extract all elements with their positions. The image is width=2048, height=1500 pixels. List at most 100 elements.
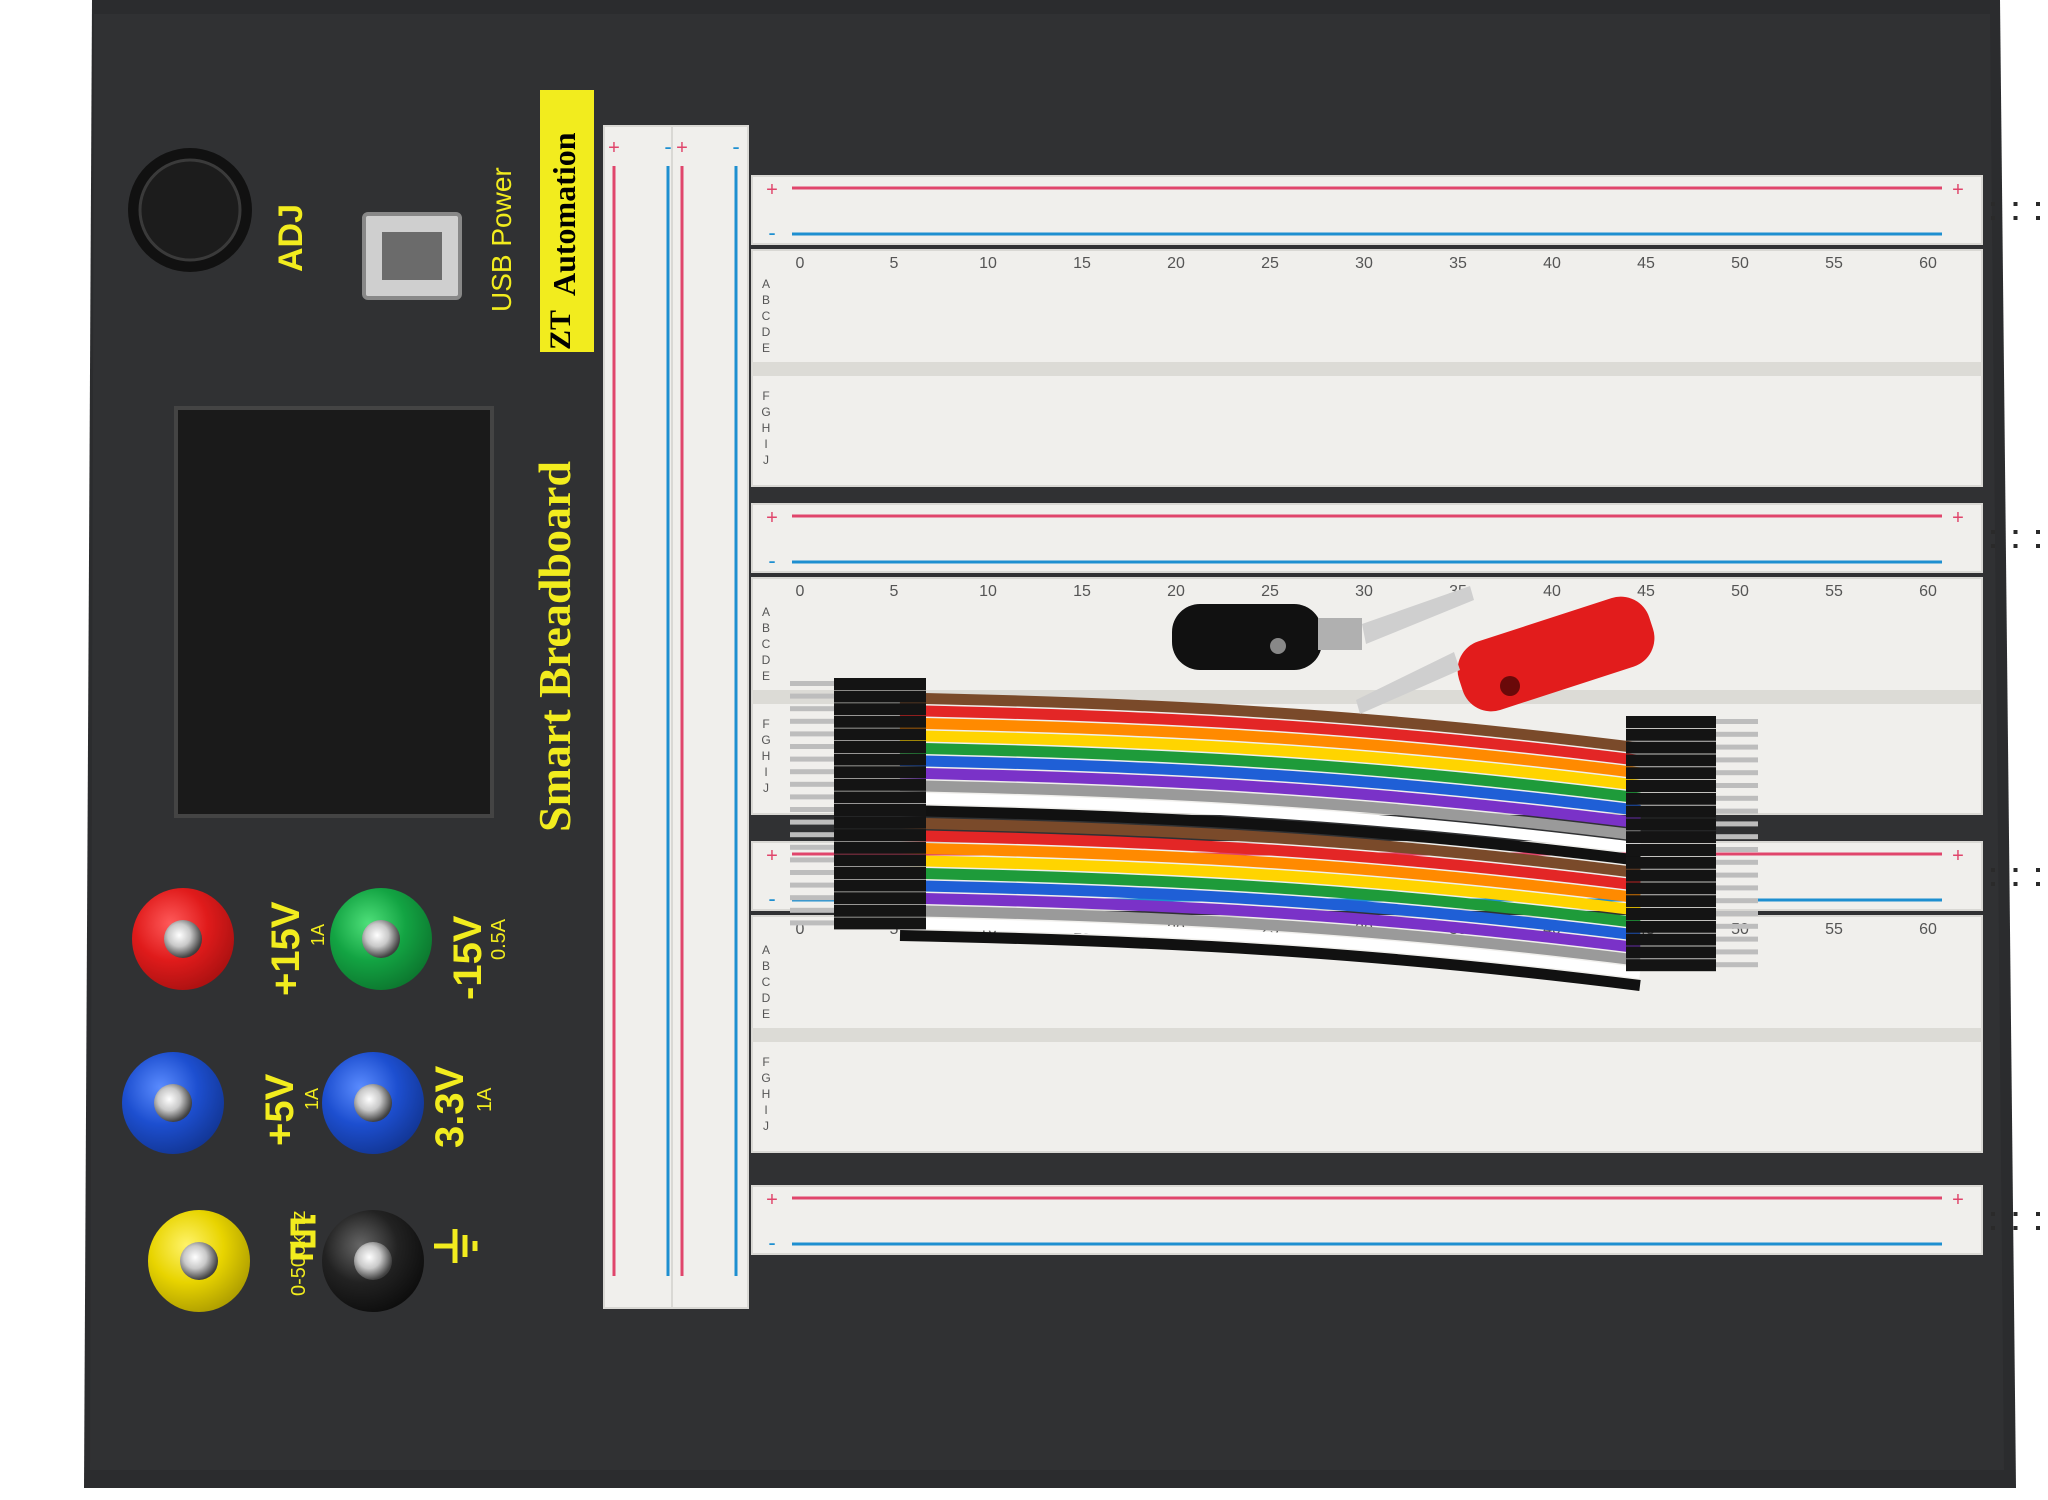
ribbon-wire [899, 780, 1641, 841]
jumper-connector [834, 854, 926, 867]
plus5v-label: +5V [258, 1073, 302, 1146]
usb-power-label: USB Power [486, 167, 517, 312]
adj-label: ADJ [272, 203, 310, 272]
column-number: 45 [1637, 583, 1655, 600]
column-number: 50 [1731, 583, 1749, 600]
row-letter: C [762, 309, 771, 323]
minus15v-binding-post[interactable] [330, 888, 432, 990]
jumper-pin [790, 882, 834, 888]
column-number: 25 [1261, 255, 1279, 272]
row-letter: J [763, 781, 769, 795]
jumper-connector [834, 904, 926, 917]
row-letter: B [762, 293, 770, 307]
row-letter: E [762, 669, 770, 683]
row-letter: I [764, 437, 767, 451]
jumper-pin [1716, 834, 1758, 840]
jumper-connector [1626, 805, 1716, 818]
jumper-connector [834, 690, 926, 703]
jumper-connector [1626, 933, 1716, 946]
column-number: 10 [979, 255, 997, 272]
rail-plus-mark: + [766, 845, 778, 867]
lcd-screen [174, 406, 494, 818]
jumper-pin [1716, 821, 1758, 827]
jumper-pin [790, 731, 834, 737]
jumper-connector [834, 791, 926, 804]
jumper-pin [1716, 859, 1758, 865]
jumper-pin [1716, 757, 1758, 763]
ribbon-wire [899, 855, 1641, 916]
plus15v-binding-post[interactable] [132, 888, 234, 990]
banana-plugs [1172, 586, 1655, 714]
column-number: 25 [1261, 583, 1279, 600]
jumper-connector [834, 804, 926, 816]
center-channel [752, 362, 1982, 376]
jumper-pin [1716, 847, 1758, 852]
ribbon-wire [899, 917, 1641, 979]
ribbon-wire [899, 767, 1641, 829]
column-number: 0 [796, 583, 805, 600]
ribbon-wire [899, 867, 1641, 929]
ribbon-wire [899, 930, 1641, 991]
plus5v-binding-post[interactable] [122, 1052, 224, 1154]
rail-minus-mark: - [768, 1230, 775, 1255]
red-banana-plug-hole [1500, 676, 1520, 696]
black-banana-plug-ferrule [1318, 618, 1362, 650]
jumper-connector [1626, 882, 1716, 895]
ribbon-wire [899, 755, 1641, 816]
rail-minus-mark: - [768, 220, 775, 245]
black-banana-plug-body [1172, 604, 1322, 670]
jumper-pin [790, 819, 834, 825]
row-letter: I [764, 1103, 767, 1117]
jumper-connector [1626, 792, 1716, 805]
ribbon-wire [899, 892, 1641, 954]
column-number: 50 [1731, 921, 1749, 938]
jumper-pin [1716, 936, 1758, 942]
jumper-pin [790, 920, 834, 926]
jumper-pin [790, 756, 834, 762]
row-letter: G [761, 1071, 770, 1085]
rail-plus-mark: + [1952, 845, 1964, 867]
jumper-pin [1716, 808, 1758, 814]
row-letter: F [762, 1055, 769, 1069]
ribbon-wire [899, 880, 1641, 941]
rail-plus-mark: + [1952, 1189, 1964, 1211]
center-channel [752, 1028, 1982, 1042]
column-number: 60 [1919, 255, 1937, 272]
jumper-pin [790, 744, 834, 749]
row-letter: G [761, 733, 770, 747]
jumper-connector [1626, 908, 1716, 920]
adj-knob-cap [138, 158, 242, 262]
row-letter: I [764, 765, 767, 779]
jumper-pin [1716, 911, 1758, 916]
jumper-pin [1716, 783, 1758, 788]
jumper-connector [834, 841, 926, 854]
jumper-connector [1626, 946, 1716, 959]
jumper-pin [790, 870, 834, 875]
row-letter: J [763, 453, 769, 467]
signal-binding-post[interactable] [148, 1210, 250, 1312]
jumper-pin [790, 844, 834, 850]
jumper-pin [1716, 923, 1758, 929]
brand-badge [540, 90, 594, 352]
rail-plus-mark: + [1952, 179, 1964, 201]
3v3-binding-post[interactable] [322, 1052, 424, 1154]
jumper-pin [1716, 898, 1758, 904]
column-number: 45 [1637, 255, 1655, 272]
jumper-pin [1716, 872, 1758, 878]
row-letter: D [762, 325, 771, 339]
rail-minus-mark: - [732, 134, 739, 159]
square-wave-icon [290, 1215, 316, 1260]
ribbon-wire [899, 792, 1641, 854]
plus15v-label: +15V [264, 901, 308, 996]
jumper-pin [790, 895, 834, 901]
ground-binding-post[interactable] [322, 1210, 424, 1312]
row-letter: B [762, 959, 770, 973]
column-number: 55 [1825, 583, 1843, 600]
jumper-pin [790, 794, 834, 800]
ground-icon [434, 1229, 478, 1263]
jumper-pin [790, 693, 834, 699]
row-letter: E [762, 341, 770, 355]
jumper-connector [834, 678, 926, 690]
row-letter: F [762, 389, 769, 403]
